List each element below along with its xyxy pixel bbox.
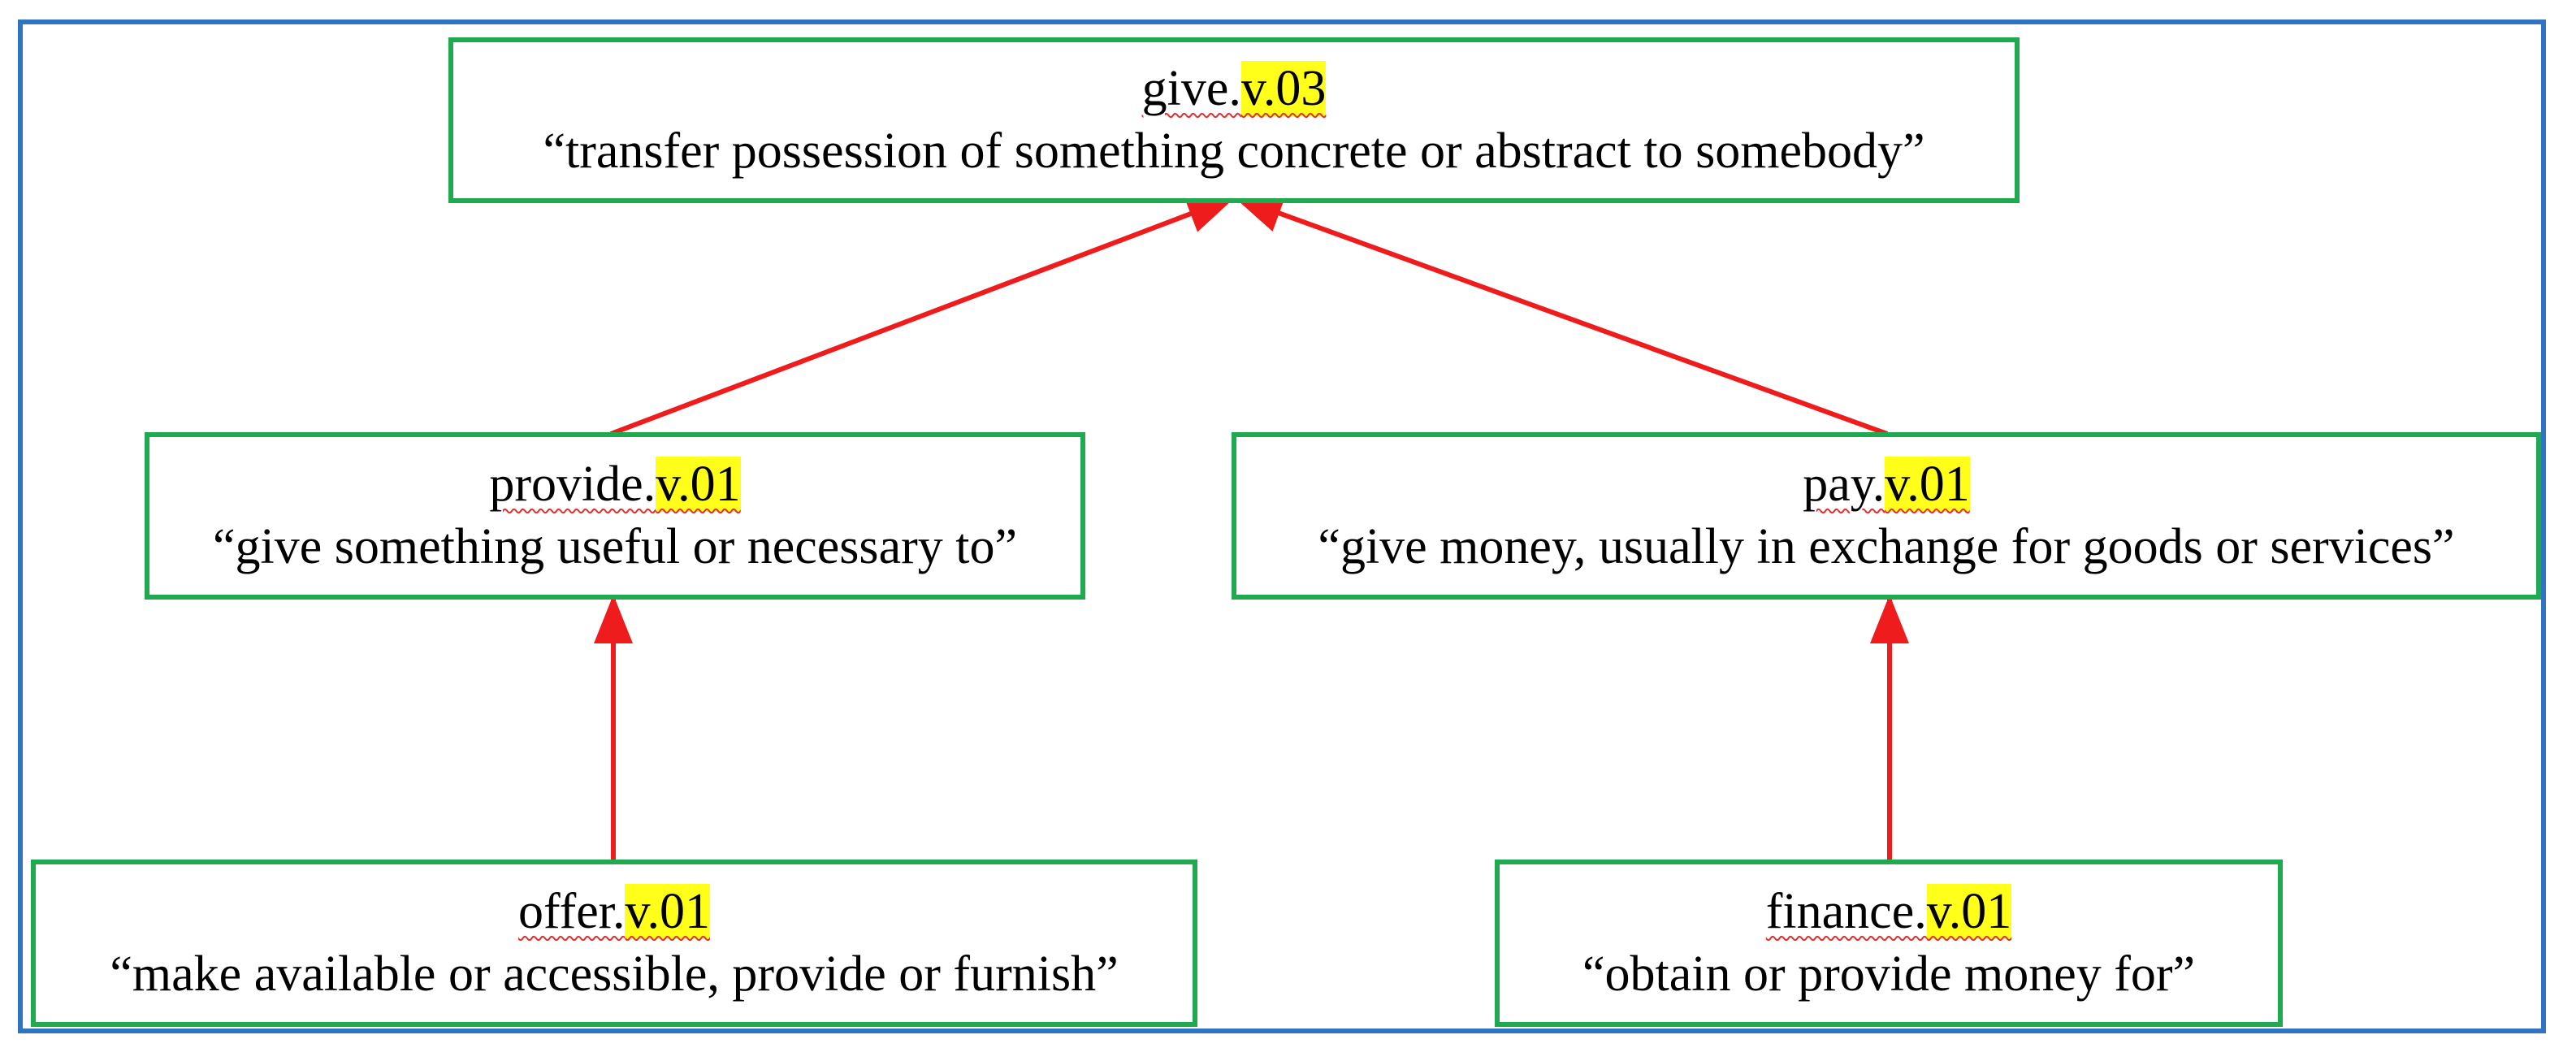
node-pay-sense: v.01 bbox=[1885, 456, 1970, 512]
node-offer-gloss: “make available or accessible, provide o… bbox=[110, 946, 1119, 1002]
diagram-frame bbox=[18, 19, 2546, 1033]
node-provide-lemma: provide. bbox=[489, 456, 656, 512]
node-finance-sense: v.01 bbox=[1926, 883, 2012, 939]
node-pay-lemma: pay. bbox=[1803, 456, 1885, 512]
node-offer-title: offer.v.01 bbox=[518, 881, 710, 944]
node-give-sense: v.03 bbox=[1240, 60, 1327, 116]
node-pay: pay.v.01 “give money, usually in exchang… bbox=[1232, 432, 2541, 600]
node-finance: finance.v.01 “obtain or provide money fo… bbox=[1495, 860, 2283, 1027]
node-provide: provide.v.01 “give something useful or n… bbox=[145, 432, 1085, 600]
node-pay-gloss: “give money, usually in exchange for goo… bbox=[1318, 519, 2455, 574]
node-give-title: give.v.03 bbox=[1142, 58, 1327, 121]
node-finance-title: finance.v.01 bbox=[1765, 881, 2012, 944]
node-offer: offer.v.01 “make available or accessible… bbox=[31, 860, 1197, 1027]
node-provide-gloss: “give something useful or necessary to” bbox=[213, 519, 1017, 574]
node-provide-sense: v.01 bbox=[656, 456, 741, 512]
node-give: give.v.03 “transfer possession of someth… bbox=[448, 37, 2020, 203]
node-finance-lemma: finance. bbox=[1765, 883, 1927, 939]
node-provide-title: provide.v.01 bbox=[489, 453, 741, 517]
node-give-lemma: give. bbox=[1141, 60, 1241, 116]
node-finance-gloss: “obtain or provide money for” bbox=[1582, 946, 2196, 1002]
node-offer-lemma: offer. bbox=[518, 883, 626, 939]
node-pay-title: pay.v.01 bbox=[1803, 453, 1970, 517]
node-give-gloss: “transfer possession of something concre… bbox=[543, 123, 1925, 179]
node-offer-sense: v.01 bbox=[625, 883, 710, 939]
